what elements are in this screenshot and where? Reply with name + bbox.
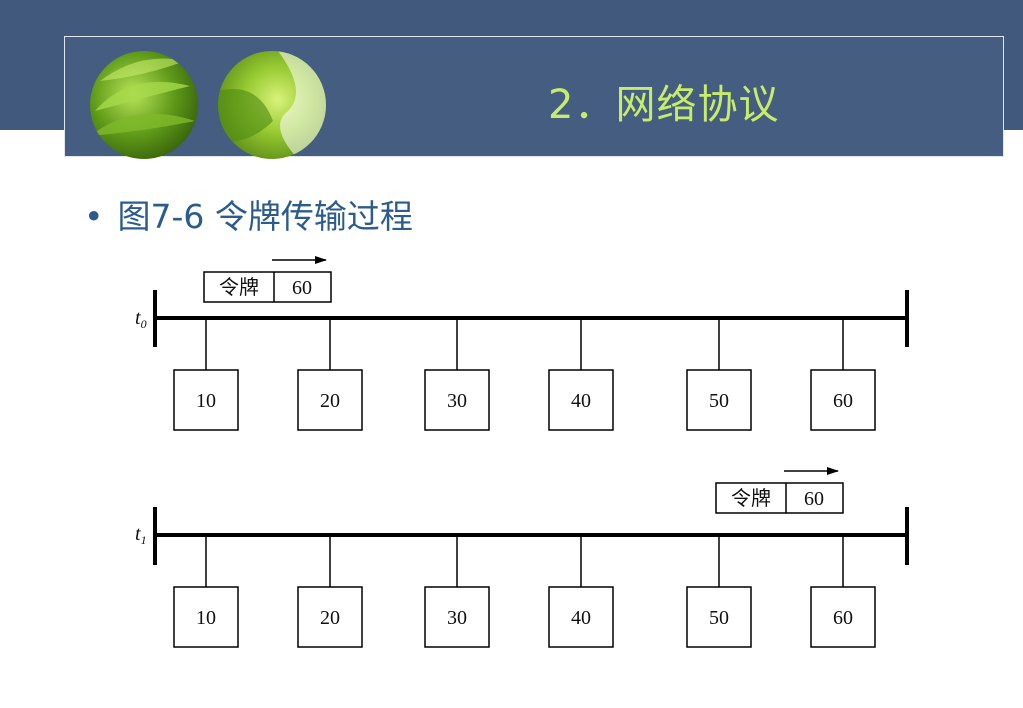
station-label: 40 [571,390,591,412]
station-60: 60 [810,535,876,648]
token-box [715,482,844,514]
station-label: 20 [320,607,340,629]
station-20: 20 [297,535,363,648]
station-10: 10 [173,535,239,648]
station-20: 20 [297,318,363,431]
leaf-image-left-art [90,58,195,136]
station-label: 30 [447,607,467,629]
station-box [548,369,614,431]
station-60: 60 [810,318,876,431]
station-label: 40 [571,607,591,629]
timeline-t0: t0 令牌 60 10 20 30 40 [135,256,909,431]
bullet-dot: • [84,197,104,236]
token-box [203,271,332,303]
station-box [173,369,239,431]
station-label: 60 [833,390,853,412]
station-box [686,586,752,648]
station-30: 30 [424,318,490,431]
station-10: 10 [173,318,239,431]
station-label: 50 [709,607,729,629]
station-label: 30 [447,390,467,412]
token-frame: 令牌 60 [203,256,332,303]
station-box [810,586,876,648]
bullet-text: 图7-6 令牌传输过程 [117,197,413,236]
station-label: 20 [320,390,340,412]
station-box [173,586,239,648]
station-40: 40 [548,318,614,431]
time-label-t0: t0 [135,307,147,331]
station-30: 30 [424,535,490,648]
station-50: 50 [686,535,752,648]
station-label: 60 [833,607,853,629]
token-value: 60 [292,277,312,299]
station-label: 50 [709,390,729,412]
time-label-t1: t1 [135,523,147,547]
station-box [297,586,363,648]
station-40: 40 [548,535,614,648]
token-value: 60 [804,488,824,510]
station-box [548,586,614,648]
leaf-image-left [90,51,198,159]
station-box [297,369,363,431]
station-box [686,369,752,431]
station-label: 10 [196,390,216,412]
station-box [424,586,490,648]
leaf-image-right [218,51,326,159]
station-box [424,369,490,431]
station-label: 10 [196,607,216,629]
token-label: 令牌 [219,276,259,299]
station-box [810,369,876,431]
bullet-item: • 图7-6 令牌传输过程 [84,190,413,238]
slide-title: 2．网络协议 [548,82,780,128]
token-label: 令牌 [731,487,771,510]
token-frame: 令牌 60 [715,467,844,514]
leaf-image-right-art [218,51,326,159]
timeline-t1: t1 令牌 60 10 20 30 40 [135,467,909,648]
station-50: 50 [686,318,752,431]
